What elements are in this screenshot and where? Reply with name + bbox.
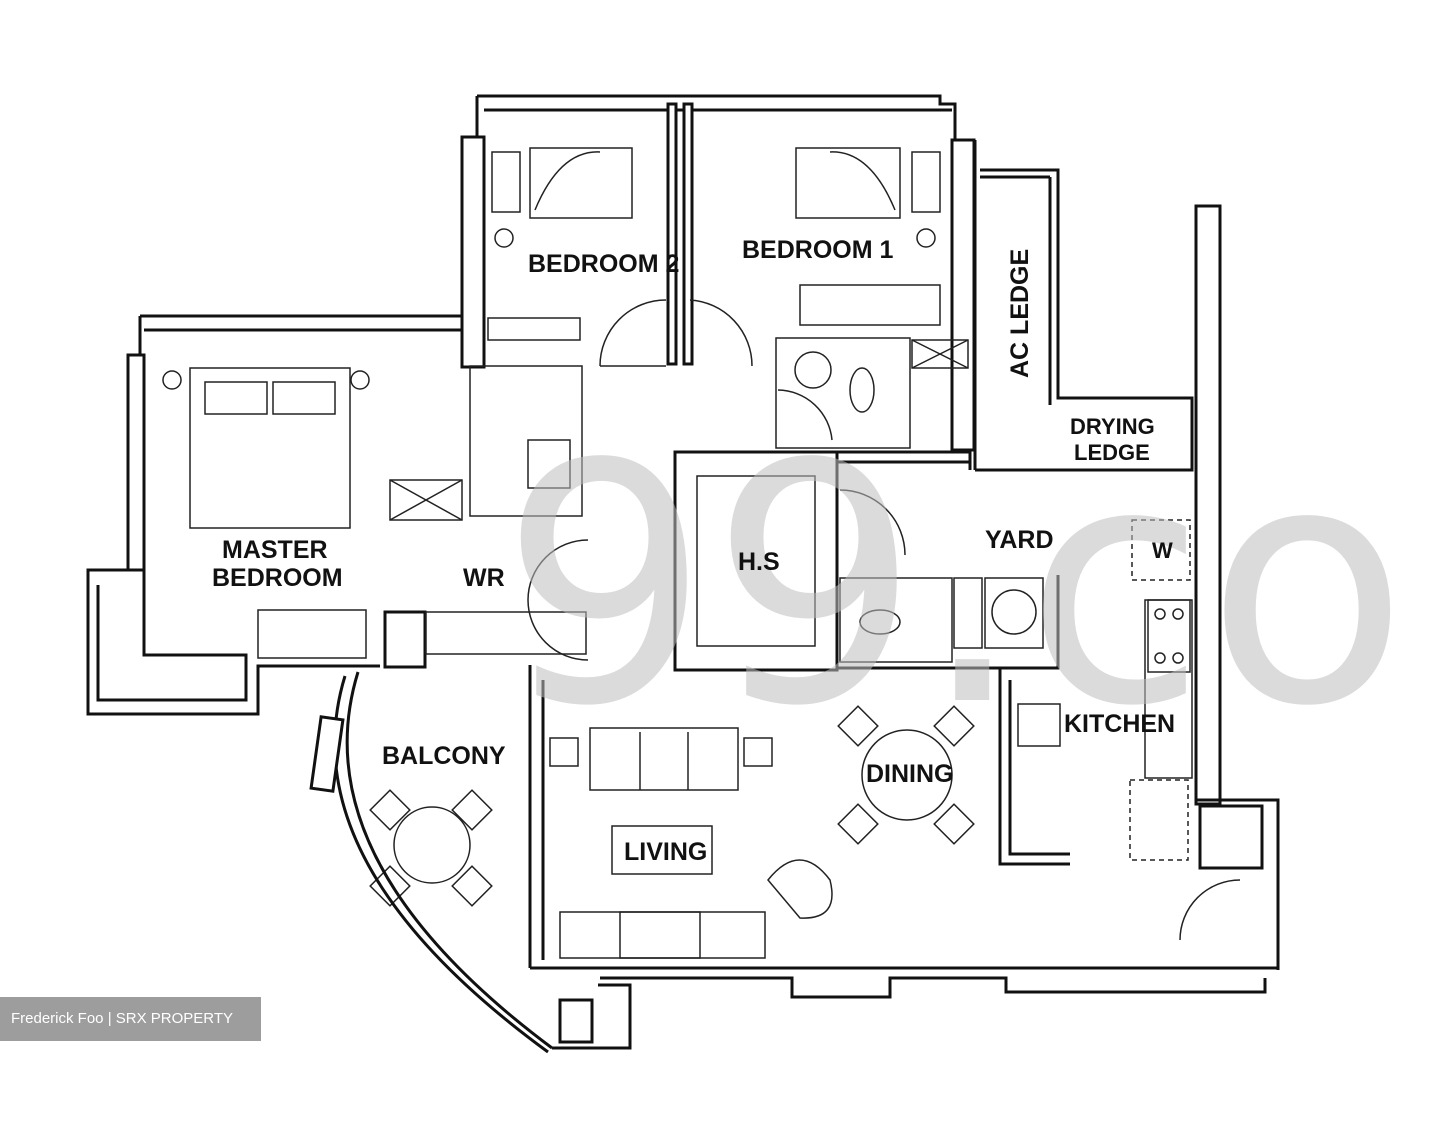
label-drying-ledge-line1: DRYING <box>1070 414 1155 439</box>
label-washer: W <box>1152 538 1173 563</box>
photo-credit: Frederick Foo | SRX PROPERTY <box>0 997 261 1041</box>
balcony-curve <box>309 671 632 1054</box>
label-bedroom-2: BEDROOM 2 <box>528 250 679 278</box>
label-drying-ledge-line2: LEDGE <box>1074 440 1150 465</box>
label-kitchen: KITCHEN <box>1064 710 1175 738</box>
furniture <box>162 147 1191 959</box>
label-ac-ledge: AC LEDGE <box>1006 249 1034 378</box>
watermark-text: 99.co <box>500 394 1408 778</box>
room-labels: BEDROOM 2 BEDROOM 1 AC LEDGE DRYING LEDG… <box>212 236 1175 866</box>
label-hs: H.S <box>738 548 780 576</box>
label-wr: WR <box>463 564 505 592</box>
door-swings <box>527 299 1241 941</box>
label-living: LIVING <box>624 838 707 866</box>
label-master-bedroom-line1: MASTER <box>222 536 328 564</box>
label-balcony: BALCONY <box>382 742 506 770</box>
outer-walls <box>86 94 1280 999</box>
label-master-bedroom-line2: BEDROOM <box>212 564 343 592</box>
label-yard: YARD <box>985 526 1054 554</box>
label-dining: DINING <box>866 760 954 788</box>
label-bedroom-1: BEDROOM 1 <box>742 236 894 264</box>
